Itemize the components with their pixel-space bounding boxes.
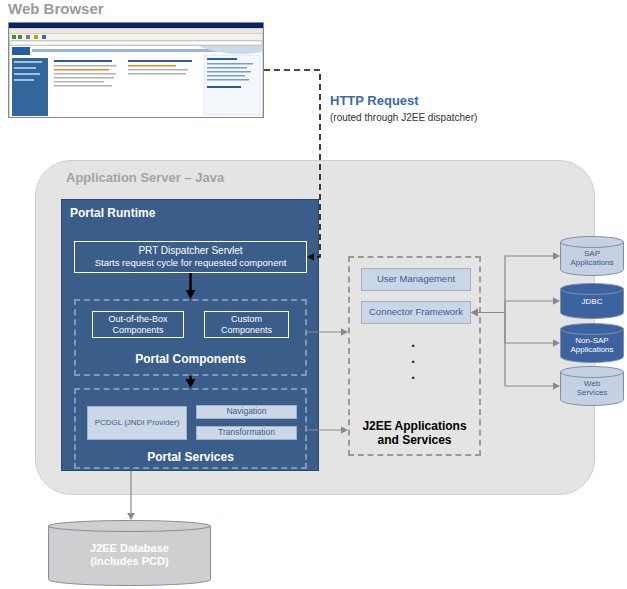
- node-label: PRT Dispatcher Servlet: [75, 245, 306, 257]
- node-label: Transformation: [197, 428, 296, 438]
- browser-node: Web Browser: [8, 0, 264, 118]
- ellipsis-dot: .: [411, 349, 415, 366]
- runtime-box: Portal RuntimePRT Dispatcher ServletStar…: [61, 199, 319, 471]
- system-cylinder: Non-SAP Applications: [560, 323, 624, 363]
- node-label: Web Browser: [8, 0, 258, 17]
- database-cylinder: J2EE Database (includes PCD): [48, 520, 211, 586]
- ellipsis-dot: .: [411, 333, 415, 350]
- system-cylinder: Web Services: [560, 366, 624, 406]
- service-box: Connector Framework: [361, 301, 471, 324]
- node-label: JDBC: [562, 297, 622, 306]
- component-box: Out-of-the-Box Components: [92, 311, 184, 338]
- process-box: PRT Dispatcher ServletStarts request cyc…: [74, 241, 307, 273]
- node-label: Portal Runtime: [70, 207, 270, 221]
- cylinder-top: [561, 367, 624, 378]
- service-box: Transformation: [196, 426, 297, 440]
- node-label: SAP Applications: [562, 249, 622, 267]
- note-text: (routed through J2EE dispatcher): [330, 112, 477, 123]
- browser-screenshot: [8, 22, 264, 118]
- node-label: Portal Services: [76, 451, 305, 465]
- node-label: J2EE Database (includes PCD): [74, 542, 185, 567]
- node-label: Out-of-the-Box Components: [93, 314, 183, 336]
- node-label: Connector Framework: [362, 307, 470, 318]
- cylinder-top: [561, 237, 624, 248]
- node-label: Application Server – Java: [66, 171, 366, 186]
- node-label: Custom Components: [205, 314, 288, 336]
- node-label: Portal Components: [76, 353, 305, 367]
- node-body: Starts request cycle for requested compo…: [75, 258, 306, 269]
- system-cylinder: JDBC: [560, 283, 624, 319]
- component-box: Custom Components: [204, 311, 289, 338]
- cylinder-top: [561, 284, 624, 295]
- node-label: Non-SAP Applications: [562, 336, 622, 354]
- system-cylinder: SAP Applications: [560, 236, 624, 276]
- service-box: PCDGL (JNDI Provider): [87, 406, 187, 440]
- node-label: User Management: [362, 274, 470, 285]
- node-label: PCDGL (JNDI Provider): [88, 418, 186, 427]
- cylinder-top: [561, 324, 624, 335]
- node-label: Web Services: [572, 379, 612, 397]
- group-box: Portal Services PCDGL (JNDI Provider) Navi…: [74, 388, 307, 469]
- node-label: J2EE Applications and Services: [354, 420, 475, 448]
- node-label: Navigation: [197, 407, 296, 417]
- group-box: Portal Components Out-of-the-Box Componen…: [74, 299, 307, 376]
- cylinder-body: [49, 526, 211, 586]
- edge-label: HTTP Request: [330, 93, 419, 108]
- server-band: Application Server – JavaPortal RuntimeP…: [35, 160, 595, 495]
- service-box: User Management: [361, 268, 471, 291]
- ellipsis-dot: .: [411, 365, 415, 382]
- cylinder-top: [49, 521, 211, 532]
- service-box: Navigation: [196, 405, 297, 419]
- arrow-head: [127, 513, 135, 520]
